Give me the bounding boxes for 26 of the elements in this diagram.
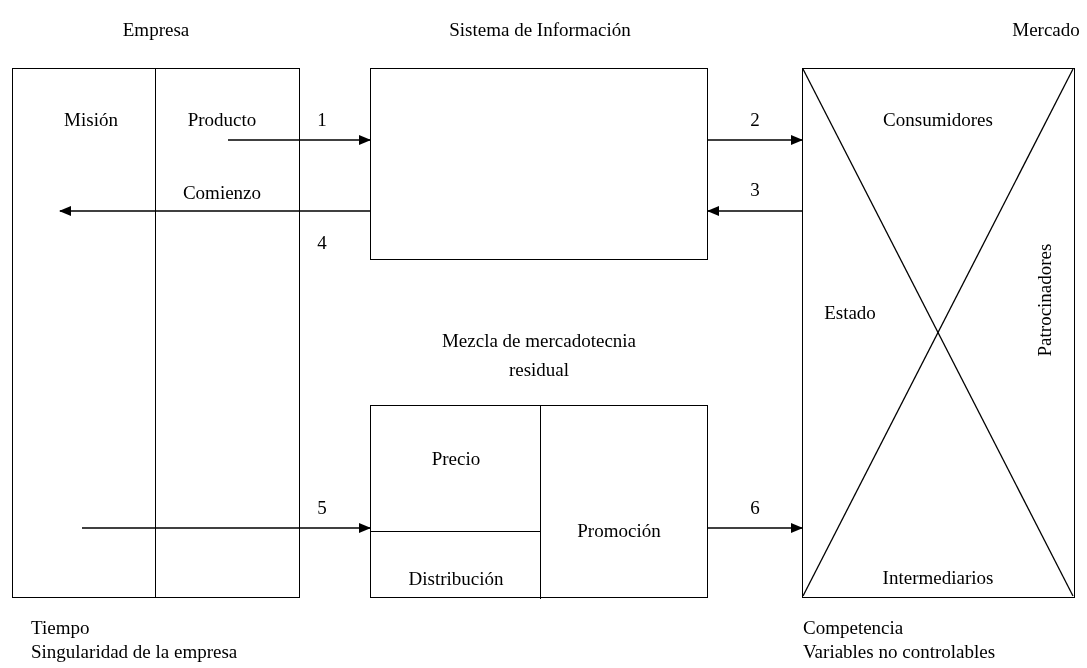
note-text: Singularidad de la empresa bbox=[31, 641, 238, 663]
arrow bbox=[59, 206, 371, 216]
cell-label: Precio bbox=[431, 448, 481, 470]
text-label: Misión bbox=[64, 108, 118, 133]
column-heading: Empresa bbox=[122, 19, 190, 41]
note-text: Competencia bbox=[803, 617, 904, 639]
text-label: Intermediarios bbox=[882, 566, 994, 591]
text-label: Patrocinadores bbox=[1033, 243, 1057, 357]
text-label: Comienzo bbox=[182, 181, 262, 206]
column-heading: Mercado bbox=[1012, 19, 1080, 41]
text-label: Producto bbox=[187, 108, 257, 133]
table-cell bbox=[371, 406, 541, 599]
text-label: Estado bbox=[824, 301, 876, 326]
arrow bbox=[707, 135, 803, 145]
cell-label: Promoción bbox=[577, 519, 661, 542]
column-heading: Sistema de Información bbox=[449, 19, 631, 41]
text-label: Consumidores bbox=[883, 108, 993, 133]
arrow bbox=[81, 523, 371, 533]
arrow bbox=[707, 523, 803, 533]
arrow bbox=[707, 206, 803, 216]
empty-box bbox=[370, 405, 708, 598]
text-label: Mezcla de mercadotecnia residual bbox=[440, 328, 638, 382]
arrow bbox=[227, 135, 371, 145]
note-text: Tiempo bbox=[31, 617, 90, 639]
cell-label: Distribución bbox=[408, 568, 504, 590]
note-text: Variables no controlables bbox=[803, 641, 996, 663]
